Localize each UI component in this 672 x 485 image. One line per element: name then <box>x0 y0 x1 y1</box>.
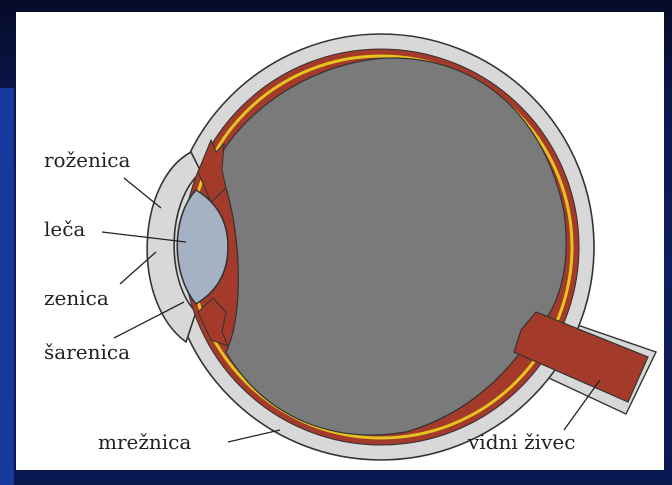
label-retina: mrežnica <box>98 430 191 454</box>
leader-retina <box>228 430 280 442</box>
label-lens: leča <box>44 217 85 241</box>
left-accent-stripe <box>0 88 14 485</box>
label-pupil: zenica <box>44 286 109 310</box>
label-cornea: roženica <box>44 148 130 172</box>
eye-diagram: roženica leča zenica šarenica mrežnica v… <box>16 12 664 470</box>
leader-cornea <box>124 178 161 208</box>
label-iris: šarenica <box>44 340 130 364</box>
label-optic-nerve: vidni živec <box>467 430 575 454</box>
